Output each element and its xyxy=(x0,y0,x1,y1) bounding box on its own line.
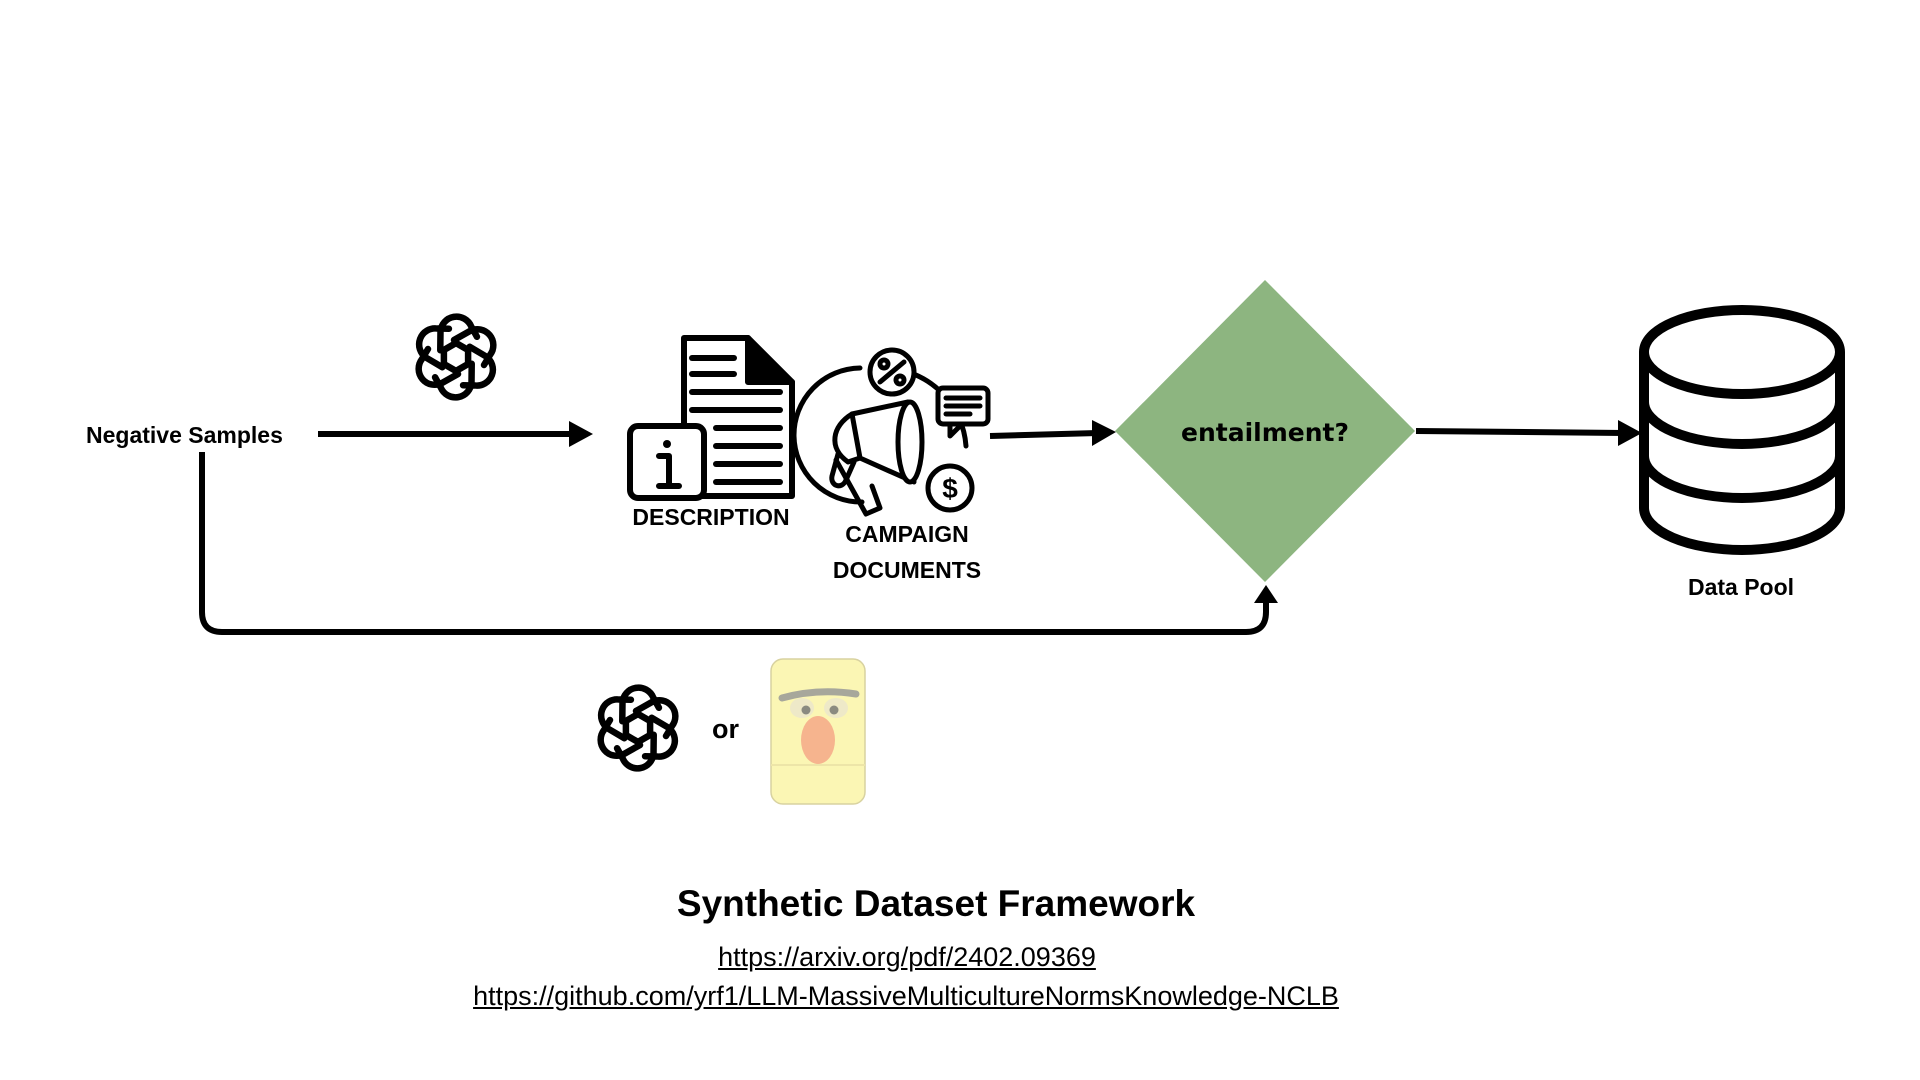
entailment-label: entailment? xyxy=(1181,418,1349,447)
vicuna-llama-avatar-icon xyxy=(770,658,866,805)
arrow-to-data-pool xyxy=(1415,420,1642,446)
data-pool-label: Data Pool xyxy=(1687,574,1795,600)
campaign-label-line1: CAMPAIGN xyxy=(845,521,969,547)
or-label: or xyxy=(712,714,739,744)
database-icon xyxy=(1639,305,1845,555)
megaphone-campaign-icon: $ xyxy=(791,347,991,517)
entailment-decision-diamond xyxy=(1115,280,1415,582)
svg-text:$: $ xyxy=(942,473,958,504)
campaign-label-line2: DOCUMENTS xyxy=(832,557,982,583)
arxiv-link[interactable]: https://arxiv.org/pdf/2402.09369 xyxy=(718,942,1096,972)
github-link[interactable]: https://github.com/yrf1/LLM-MassiveMulti… xyxy=(473,981,1339,1011)
arrow-to-entailment xyxy=(989,420,1116,446)
page-title: Synthetic Dataset Framework xyxy=(676,883,1196,924)
description-label: DESCRIPTION xyxy=(632,504,790,530)
negative-samples-label: Negative Samples xyxy=(86,422,283,448)
arrow-bypass-to-entailment xyxy=(199,452,1278,635)
openai-logo-icon xyxy=(413,311,498,403)
arrow-to-documents xyxy=(318,421,593,447)
openai-logo-icon xyxy=(595,682,680,774)
document-info-icon xyxy=(627,335,795,501)
